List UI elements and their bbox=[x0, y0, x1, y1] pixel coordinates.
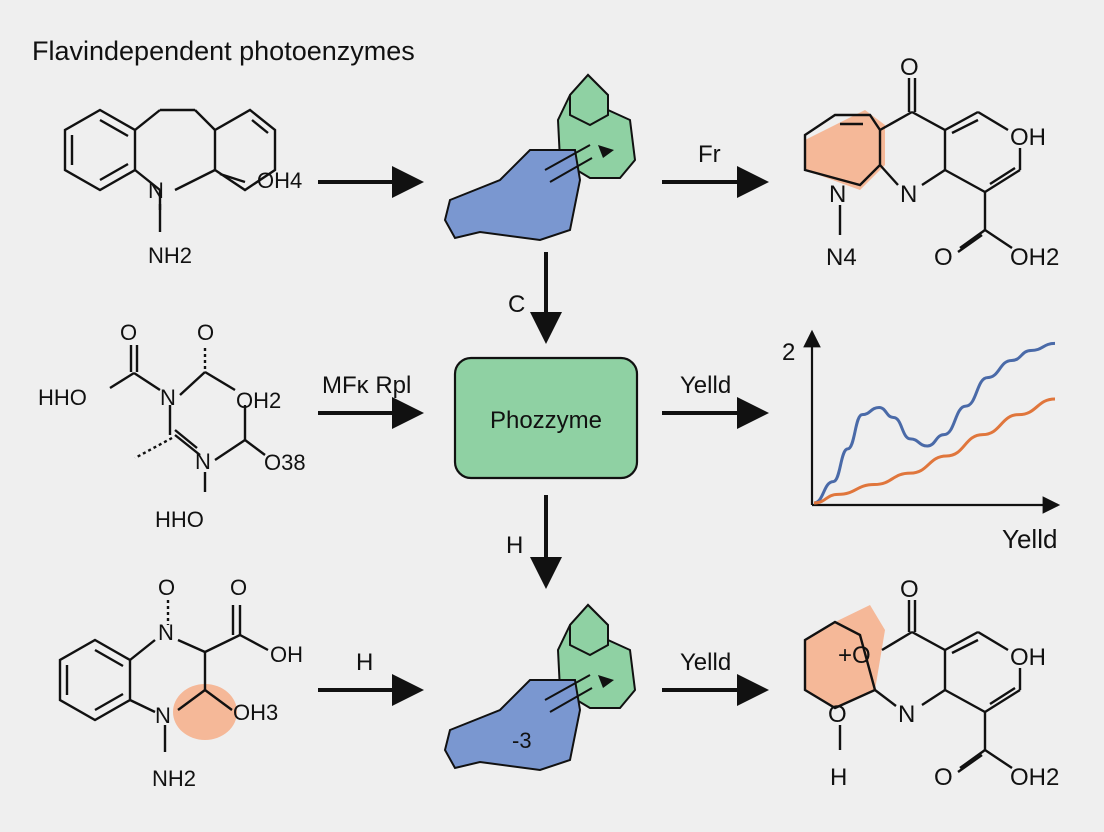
mol-tr-label-0: O bbox=[900, 54, 919, 81]
mol-br-label-3: O bbox=[828, 701, 847, 728]
arrow-label-down-top: C bbox=[508, 291, 525, 318]
mol-ml-label-6: N bbox=[160, 385, 176, 410]
mol-br-label-4: N bbox=[898, 701, 915, 728]
mol-ml-label-5: HHO bbox=[155, 507, 204, 532]
mol-bl-label-4: OH3 bbox=[233, 700, 278, 725]
molecule-bottom-right bbox=[803, 600, 1022, 773]
page-title: Flavindependent photoenzymes bbox=[32, 36, 415, 66]
chart-x-label: Yelld bbox=[1002, 524, 1057, 554]
mol-bl-label-2: OH bbox=[270, 642, 303, 667]
center-box-label: Phozzyme bbox=[490, 407, 602, 434]
highlight-top-right bbox=[805, 110, 885, 190]
mol-tr-label-6: OH2 bbox=[1010, 244, 1059, 271]
mol-bl-o-0: O bbox=[158, 575, 175, 600]
chart-series-line-0 bbox=[813, 341, 1056, 505]
mol-ml-label-2: HHO bbox=[38, 385, 87, 410]
mol-br-label-5: H bbox=[830, 764, 847, 791]
mol-bl-label-5: N bbox=[158, 620, 174, 645]
mol-tr-label-2: N bbox=[829, 181, 846, 208]
mol-tr-label-4: N4 bbox=[826, 244, 857, 271]
enzyme-bottom-label: -3 bbox=[512, 728, 532, 753]
mol-tl-label-0: NH2 bbox=[148, 243, 192, 268]
enzyme-top bbox=[443, 73, 637, 242]
chart: 2 Yelld bbox=[782, 329, 1061, 554]
mol-ml-label-7: N bbox=[195, 449, 211, 474]
highlight-bottom-right bbox=[805, 605, 885, 708]
mol-tr-label-1: OH bbox=[1010, 124, 1046, 151]
chart-series-group bbox=[813, 341, 1056, 505]
arrow-label-bottom-left: H bbox=[356, 649, 373, 676]
center-box bbox=[453, 356, 639, 480]
mol-bl-o-1: O bbox=[230, 575, 247, 600]
enzyme-bottom bbox=[443, 603, 637, 772]
molecule-top-left bbox=[63, 108, 277, 232]
mol-bl-label-6: N bbox=[155, 703, 171, 728]
molecule-mid-left bbox=[109, 345, 266, 492]
chart-y-label: 2 bbox=[782, 339, 795, 366]
mol-ml-o-0: O bbox=[120, 320, 137, 345]
mol-bl-label-3: NH2 bbox=[152, 766, 196, 791]
mol-tr-label-5: O bbox=[934, 244, 953, 271]
arrows bbox=[318, 166, 769, 706]
mol-ml-label-4: O38 bbox=[264, 450, 306, 475]
mol-ml-label-3: OH2 bbox=[236, 388, 281, 413]
arrow-label-bottom-right: Yelld bbox=[680, 649, 731, 676]
mol-tl-label-1: OH4 bbox=[257, 168, 302, 193]
chart-series-line-1 bbox=[813, 397, 1056, 505]
arrow-label-mid-left: MFκ Rpl bbox=[322, 372, 411, 399]
molecule-top-right bbox=[803, 78, 1022, 253]
arrow-label-down-bottom: H bbox=[506, 532, 523, 559]
mol-br-label-2: +O bbox=[838, 642, 871, 669]
mol-br-label-0: O bbox=[900, 576, 919, 603]
mol-tl-n: N bbox=[148, 178, 164, 203]
arrow-label-top-right: Fr bbox=[698, 141, 721, 168]
arrow-label-mid-right: Yelld bbox=[680, 372, 731, 399]
highlight-bottom-left bbox=[173, 684, 237, 740]
mol-br-label-7: OH2 bbox=[1010, 764, 1059, 791]
mol-br-label-6: O bbox=[934, 764, 953, 791]
mol-tr-label-3: N bbox=[900, 181, 917, 208]
mol-ml-o-1: O bbox=[197, 320, 214, 345]
molecule-bottom-left bbox=[58, 600, 269, 752]
mol-br-label-1: OH bbox=[1010, 644, 1046, 671]
